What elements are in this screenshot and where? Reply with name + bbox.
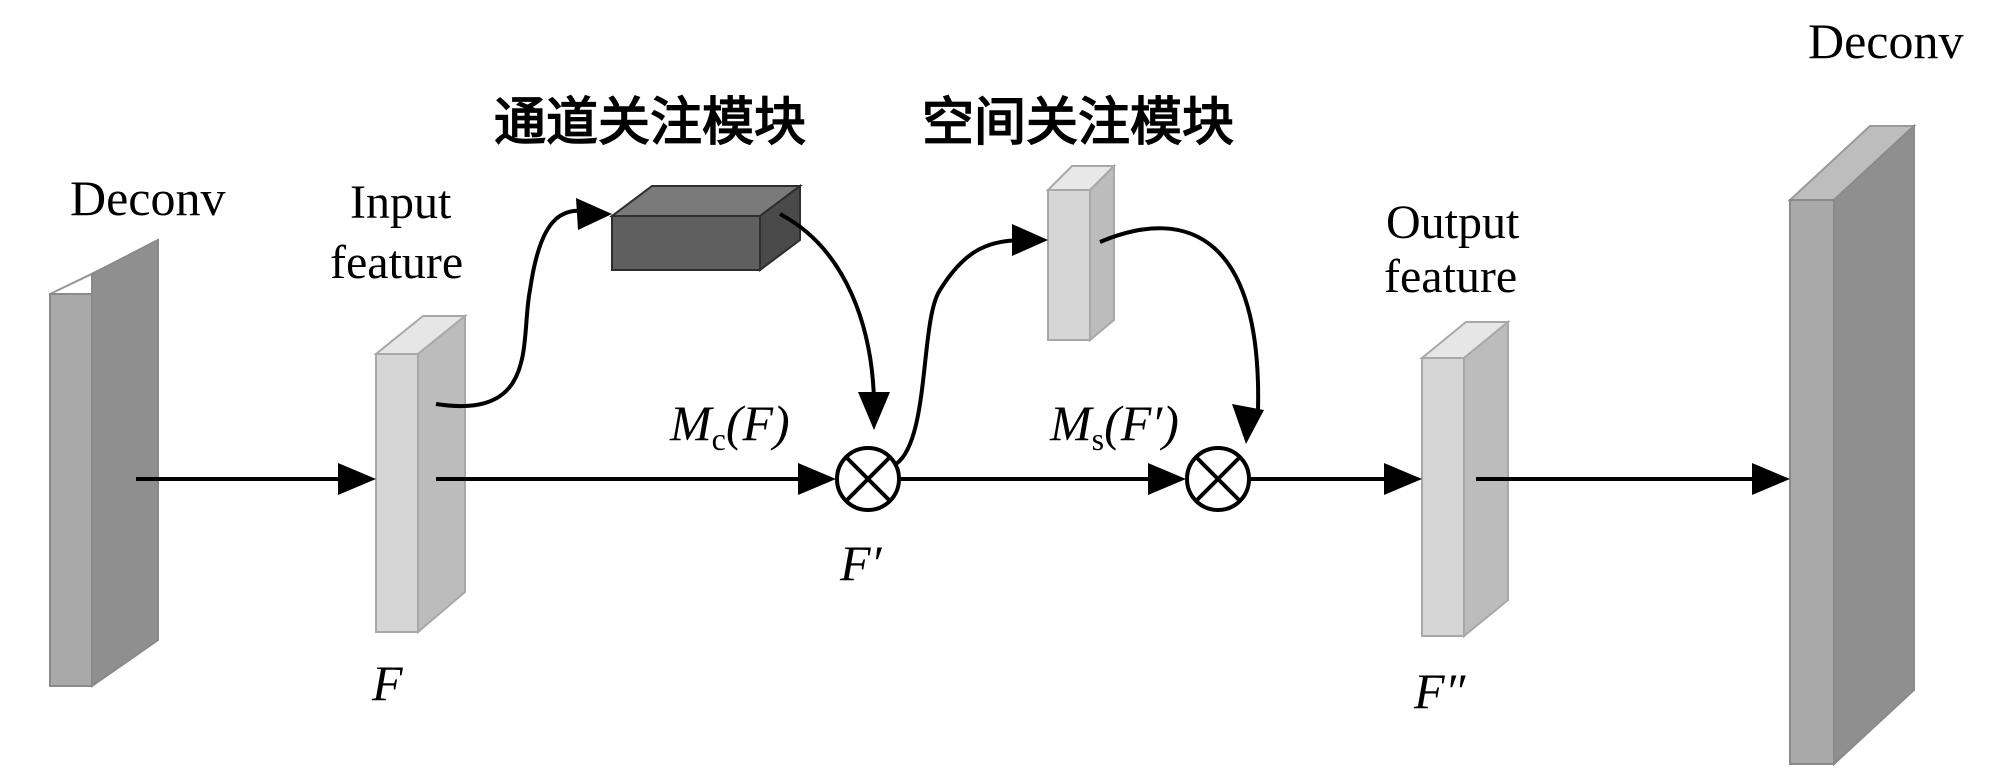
mc-m: M: [669, 395, 714, 451]
deconv-block-right: [1787, 123, 1917, 767]
mc-f-label: Mc(F): [669, 395, 790, 457]
channel-attention-module-label: 通道关注模块: [494, 93, 806, 153]
f-symbol-label: F: [371, 655, 403, 711]
spatial-attention-module-label: 空间关注模块: [922, 93, 1234, 153]
deconv-block-left: [49, 238, 159, 688]
arrowhead-output-to-deconv: [1752, 463, 1790, 495]
ms-m: M: [1049, 395, 1094, 451]
ms-f-prime-label: Ms(F′): [1049, 395, 1179, 457]
arrowhead-mult1-to-spatial-module: [1012, 224, 1048, 256]
output-feature-label-line2: feature: [1384, 250, 1517, 303]
ms-arg: (F′): [1104, 395, 1179, 451]
input-feature-label-line2: feature: [330, 236, 463, 289]
ms-sub: s: [1092, 421, 1104, 457]
arrowhead-mult1-to-mult2: [1148, 463, 1186, 495]
arrowhead-mult2-to-output: [1384, 463, 1422, 495]
output-feature-label-line1: Output: [1386, 196, 1520, 249]
curve-mult1-to-spatial-module: [894, 238, 1027, 466]
input-feature-label-line1: Input: [350, 176, 452, 229]
curve-input-to-channel-module: [435, 208, 591, 408]
spatial-attention-module-block: [1045, 163, 1117, 343]
mc-sub: c: [712, 421, 726, 457]
f-prime-label: F′: [839, 535, 883, 591]
curve-spatial-module-to-mult2: [1099, 226, 1261, 411]
arrowhead-deconv-to-input: [338, 463, 376, 495]
mc-arg: (F): [726, 395, 790, 451]
deconv-right-label: Deconv: [1808, 13, 1964, 69]
arrowhead-spatial-module-to-mult2: [1232, 404, 1264, 444]
arrowhead-channel-module-to-mult1: [858, 392, 890, 430]
f-double-prime-label: F″: [1413, 663, 1467, 719]
multiply-node-2: [1185, 446, 1251, 512]
arrowhead-input-to-channel-module: [576, 198, 612, 230]
multiply-node-1: [835, 446, 901, 512]
deconv-left-label: Deconv: [70, 170, 226, 226]
arrowhead-input-to-mult1: [798, 463, 836, 495]
channel-attention-module-block: [609, 184, 803, 272]
input-feature-block: [373, 313, 468, 635]
curve-channel-module-to-mult1: [779, 212, 876, 401]
